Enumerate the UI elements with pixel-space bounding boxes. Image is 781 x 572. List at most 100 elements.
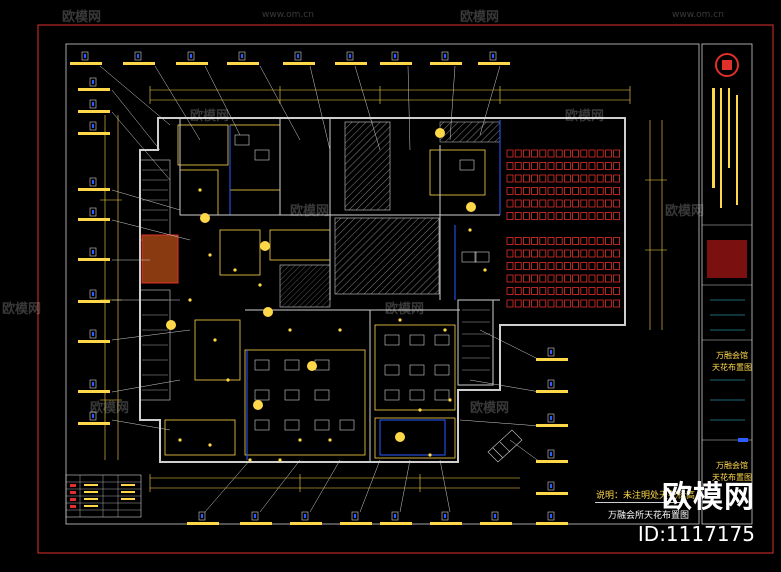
dining-tables [234, 134, 490, 431]
leader-line [259, 459, 301, 513]
seat [580, 262, 588, 270]
dining-table [254, 149, 270, 161]
tag-marker [92, 382, 94, 386]
seat [506, 287, 514, 295]
seat [547, 187, 555, 195]
watermark-brand: 欧模网 [470, 401, 510, 416]
seat [605, 162, 612, 170]
seat [613, 174, 620, 183]
tag-box-icon [547, 379, 555, 389]
legend-table [65, 474, 142, 518]
tag-marker [137, 54, 139, 58]
exterior-walls [139, 117, 626, 463]
seat [564, 212, 571, 220]
tag-marker [92, 332, 94, 336]
core-hatch-center [334, 217, 440, 295]
tag-label-line [536, 460, 568, 463]
seat [564, 299, 571, 308]
tag-marker [92, 102, 94, 106]
leader-line [204, 65, 241, 136]
seat [613, 287, 620, 295]
leader-line [111, 111, 171, 181]
seat [580, 174, 588, 183]
tag-box-icon [198, 511, 206, 521]
company-logo-icon [715, 53, 739, 77]
seat [564, 287, 571, 295]
downlight [418, 408, 422, 412]
tag-box-icon [391, 51, 399, 61]
seat [613, 262, 620, 270]
tag-box-icon [89, 329, 97, 339]
tag-marker [254, 514, 256, 518]
tag-marker [444, 54, 446, 58]
tag-label-line [340, 522, 372, 525]
seat [613, 299, 620, 308]
dining-table [474, 251, 490, 263]
seat [613, 212, 620, 220]
tag-box-icon [81, 51, 89, 61]
blue-partitions [229, 120, 501, 460]
tag-box-icon [351, 511, 359, 521]
footer-id: ID:1117175 [637, 522, 755, 546]
title-block-project: 万融会馆 [716, 351, 748, 360]
leader-line [111, 419, 171, 431]
seat [580, 274, 588, 283]
tag-box-icon [441, 51, 449, 61]
tag-label-line [283, 62, 315, 65]
seat [572, 199, 579, 208]
seat [523, 274, 530, 283]
downlight [213, 338, 217, 342]
downlight [226, 378, 230, 382]
seat [580, 287, 588, 295]
tag-box-icon [301, 511, 309, 521]
title-block [701, 43, 753, 525]
seat [514, 149, 522, 158]
seat [555, 274, 563, 283]
watermark-url: www.om.cn [672, 10, 724, 20]
seat [514, 174, 522, 183]
seat [555, 162, 563, 170]
tag-box-icon [89, 411, 97, 421]
downlight [188, 298, 192, 302]
tag-marker [84, 54, 86, 58]
seat [506, 174, 514, 183]
seat [596, 212, 604, 220]
seat [588, 274, 596, 283]
tag-label-line [478, 62, 510, 65]
tag-box-icon [134, 51, 142, 61]
tag-marker [444, 514, 446, 518]
downlight [398, 318, 402, 322]
tag-label-line [240, 522, 272, 525]
seat [506, 187, 514, 195]
tag-label-line [536, 492, 568, 495]
seat [596, 199, 604, 208]
seat [531, 249, 538, 258]
tag-marker [492, 54, 494, 58]
tag-label-line [70, 62, 102, 65]
leader-lines [99, 65, 541, 513]
dimension-lines-top [149, 86, 631, 104]
watermark-brand: 欧模网 [62, 10, 102, 25]
downlight [233, 268, 237, 272]
seat [605, 199, 612, 208]
leader-line [111, 329, 191, 341]
downlight [328, 438, 332, 442]
downlight [178, 438, 182, 442]
watermark-brand: 欧模网 [2, 302, 42, 317]
seat [547, 262, 555, 270]
dining-table [434, 334, 450, 346]
downlight [443, 328, 447, 332]
seat [605, 287, 612, 295]
watermark-brand: 欧模网 [190, 109, 230, 124]
tag-marker [550, 350, 552, 354]
seat [539, 287, 547, 295]
title-block-grid [710, 299, 745, 421]
seat [531, 274, 538, 283]
seat [605, 187, 612, 195]
seat [588, 262, 596, 270]
leader-line [479, 65, 501, 136]
title-block-vertical-text [712, 88, 738, 208]
seat [523, 149, 530, 158]
seat [514, 187, 522, 195]
seat [523, 174, 530, 183]
